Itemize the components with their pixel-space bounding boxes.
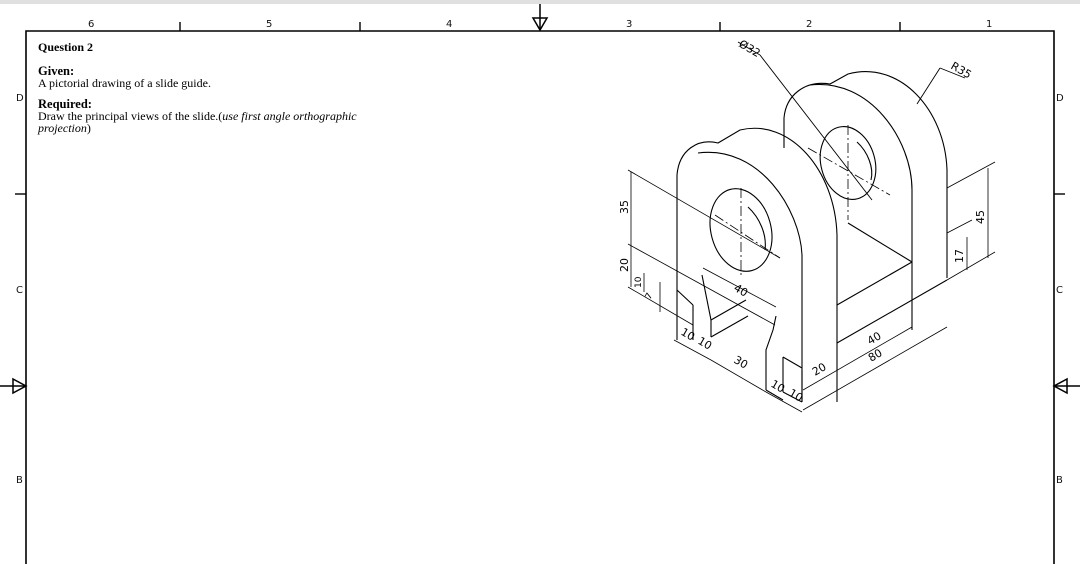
dim-20: 20 — [618, 258, 631, 272]
row-label-b-right: B — [1056, 475, 1063, 486]
dim-dia: Ø32 — [737, 37, 763, 60]
row-label-d-left: D — [16, 93, 24, 104]
question-title: Question 2 — [38, 40, 94, 54]
column-label-5: 5 — [266, 19, 273, 30]
required-heading: Required: — [38, 97, 92, 111]
dim-80: 80 — [866, 346, 885, 364]
dim-7: 7 — [644, 292, 656, 302]
sheet-frame — [15, 22, 1065, 564]
dim-45: 45 — [974, 210, 987, 224]
column-label-3: 3 — [626, 19, 633, 30]
column-label-1: 1 — [986, 19, 993, 30]
left-center-arrow-icon — [0, 377, 28, 395]
given-text: A pictorial drawing of a slide guide. — [38, 76, 211, 90]
dim-35: 35 — [618, 200, 631, 214]
dim-20-base: 20 — [810, 360, 829, 378]
dim-10-b: 10 — [696, 334, 715, 352]
required-text: Draw the principal views of the slide.(u… — [38, 110, 398, 134]
question-text-block: Question 2 Given: A pictorial drawing of… — [38, 41, 398, 143]
required-text-close: ) — [86, 121, 91, 135]
dim-10-left: 10 — [634, 276, 644, 288]
row-label-d-right: D — [1056, 93, 1064, 104]
right-center-arrow-icon — [1052, 377, 1080, 395]
dim-17: 17 — [953, 249, 966, 263]
dim-radius: R35 — [949, 59, 974, 81]
column-label-6: 6 — [88, 19, 95, 30]
given-heading: Given: — [38, 64, 75, 78]
top-center-arrow-icon — [531, 4, 549, 32]
column-label-2: 2 — [806, 19, 813, 30]
dim-40-slot: 40 — [732, 281, 751, 299]
dim-10-d: 10 — [787, 386, 806, 404]
row-label-c-right: C — [1056, 285, 1063, 296]
dim-10-c: 10 — [769, 377, 788, 395]
dim-30: 30 — [732, 353, 751, 371]
required-text-italic: use first angle orthographic projection — [38, 109, 357, 135]
row-label-c-left: C — [16, 285, 23, 296]
column-label-4: 4 — [446, 19, 453, 30]
top-band — [0, 0, 1080, 4]
required-text-plain: Draw the principal views of the slide.( — [38, 109, 223, 123]
row-label-b-left: B — [16, 475, 23, 486]
dim-10-a: 10 — [679, 325, 698, 343]
slide-guide-drawing — [627, 41, 996, 413]
dim-40-base: 40 — [865, 329, 884, 347]
